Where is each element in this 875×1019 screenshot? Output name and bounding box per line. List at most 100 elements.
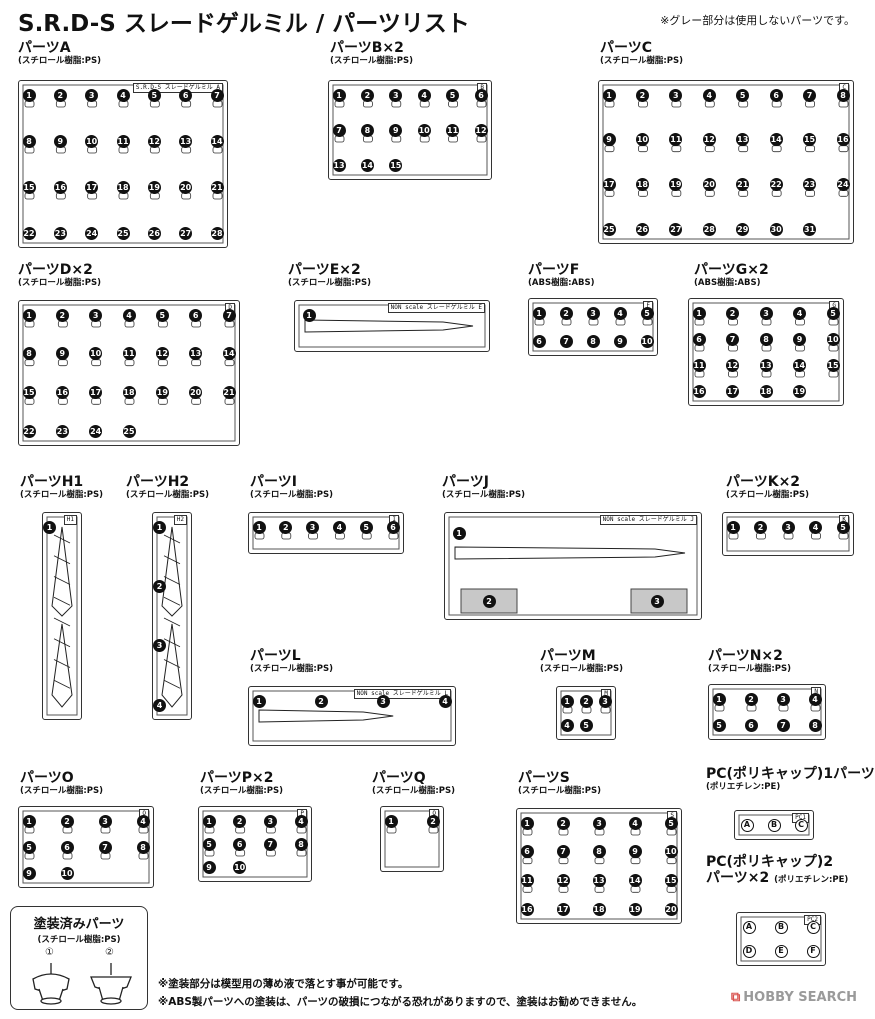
part-shape-s-9	[630, 857, 641, 865]
painted-part-1-label: ①	[45, 947, 54, 958]
section-f-title: パーツF	[528, 262, 580, 278]
part-number-h1-1: 1	[43, 520, 56, 534]
painted-part-2	[90, 963, 132, 1005]
part-number-o-1: 1	[22, 814, 36, 828]
footnote-paint-removal: ※塗装部分は模型用の薄め液で落とす事が可能です。	[158, 978, 409, 990]
part-shape-a-15	[24, 192, 35, 200]
part-shape-o-7	[100, 852, 111, 860]
part-number-f-6: 6	[532, 334, 546, 348]
part-shape-a-8	[24, 146, 35, 154]
section-b-title: パーツB×2	[330, 40, 404, 56]
part-number-a-13: 13	[179, 134, 193, 148]
part-shape-c-16	[838, 145, 849, 153]
part-number-s-11: 11	[520, 873, 534, 887]
part-number-b-7: 7	[332, 123, 346, 137]
section-m: パーツM (スチロール樹脂:PS)	[540, 648, 623, 675]
part-number-p-6: 6	[233, 837, 247, 851]
part-shape-g-12	[728, 370, 738, 378]
runner-c-frame	[602, 84, 850, 240]
drill-part-h2	[161, 526, 183, 708]
part-number-a-10: 10	[85, 134, 99, 148]
runner-e-tag: NON scale スレードゲルミル E	[387, 303, 485, 313]
part-number-s-18: 18	[592, 902, 606, 916]
part-shape-o-4	[138, 826, 149, 834]
part-number-o-7: 7	[98, 840, 112, 854]
part-shape-c-18	[638, 189, 648, 197]
part-shape-n-2	[746, 704, 757, 712]
part-number-s-9: 9	[628, 845, 642, 859]
page-title: S.R.D-S スレードゲルミル / パーツリスト	[18, 11, 470, 37]
painted-parts-drawing	[32, 963, 132, 1005]
part-shape-q-2	[428, 826, 439, 834]
part-number-c-27: 27	[669, 222, 683, 236]
part-number-n-6: 6	[744, 718, 758, 732]
section-pc2-title-line1: PC(ポリキャップ)2	[706, 854, 834, 870]
part-shape-g-6	[694, 344, 705, 352]
part-number-b-15: 15	[389, 158, 403, 172]
part-shape-a-2	[55, 100, 66, 108]
part-number-a-17: 17	[85, 180, 99, 194]
part-number-c-2: 2	[635, 88, 649, 102]
part-number-k-3: 3	[781, 520, 795, 534]
part-shape-a-20	[181, 192, 192, 200]
part-number-h2-2: 2	[153, 579, 166, 593]
section-j: パーツJ (スチロール樹脂:PS)	[442, 474, 525, 501]
part-shape-g-4	[795, 318, 805, 326]
part-number-d-3: 3	[89, 308, 103, 322]
part-number-b-6: 6	[474, 88, 488, 102]
part-number-c-16: 16	[836, 133, 850, 147]
part-number-k-5: 5	[836, 520, 850, 534]
part-shape-a-7	[212, 100, 223, 108]
part-number-g-4: 4	[793, 306, 806, 320]
part-shape-q-1	[386, 826, 397, 834]
runner-m-frame	[560, 690, 612, 736]
part-shape-c-13	[738, 145, 749, 153]
part-shape-s-1	[522, 828, 533, 836]
part-shape-g-14	[795, 370, 805, 378]
part-number-n-7: 7	[776, 718, 790, 732]
part-number-g-13: 13	[759, 358, 773, 372]
section-h2-material: (スチロール樹脂:PS)	[126, 490, 210, 500]
part-number-a-7: 7	[210, 88, 224, 102]
part-shape-s-2	[558, 828, 569, 836]
part-shape-b-12	[476, 135, 487, 143]
part-shape-s-15	[666, 885, 677, 893]
part-shape-g-7	[728, 344, 738, 352]
part-shape-p-4	[296, 826, 307, 834]
part-number-a-20: 20	[179, 180, 193, 194]
section-n-material: (スチロール樹脂:PS)	[708, 664, 792, 674]
part-number-d-10: 10	[89, 347, 103, 361]
part-number-a-14: 14	[210, 134, 224, 148]
part-number-a-22: 22	[22, 226, 36, 240]
part-number-a-3: 3	[85, 88, 99, 102]
part-shape-a-13	[181, 146, 192, 154]
part-number-b-4: 4	[417, 88, 431, 102]
part-number-m-2: 2	[579, 694, 593, 708]
part-number-g-16: 16	[692, 384, 706, 398]
part-shape-n-3	[778, 704, 789, 712]
painted-parts-title: 塗装済みパーツ	[33, 917, 125, 932]
runner-i-frame	[252, 516, 400, 550]
runner-q-frame	[384, 810, 440, 868]
part-shape-c-20	[704, 189, 715, 197]
part-shape-m-3	[600, 706, 611, 714]
part-number-b-1: 1	[332, 88, 346, 102]
part-shape-o-3	[100, 826, 111, 834]
part-shape-c-1	[604, 100, 615, 108]
part-number-a-2: 2	[53, 88, 67, 102]
runner-h2-frame	[156, 516, 188, 716]
part-shape-g-2	[728, 318, 738, 326]
hobby-search-text: HOBBY SEARCH	[743, 990, 857, 1005]
section-i: パーツI (スチロール樹脂:PS)	[250, 474, 333, 501]
part-number-d-13: 13	[189, 347, 203, 361]
part-shape-o-8	[138, 852, 149, 860]
part-shape-d-11	[124, 359, 135, 367]
part-number-c-5: 5	[736, 88, 750, 102]
part-number-d-8: 8	[22, 347, 36, 361]
part-number-o-4: 4	[136, 814, 150, 828]
part-number-c-8: 8	[836, 88, 850, 102]
section-h1-title: パーツH1	[20, 474, 84, 490]
